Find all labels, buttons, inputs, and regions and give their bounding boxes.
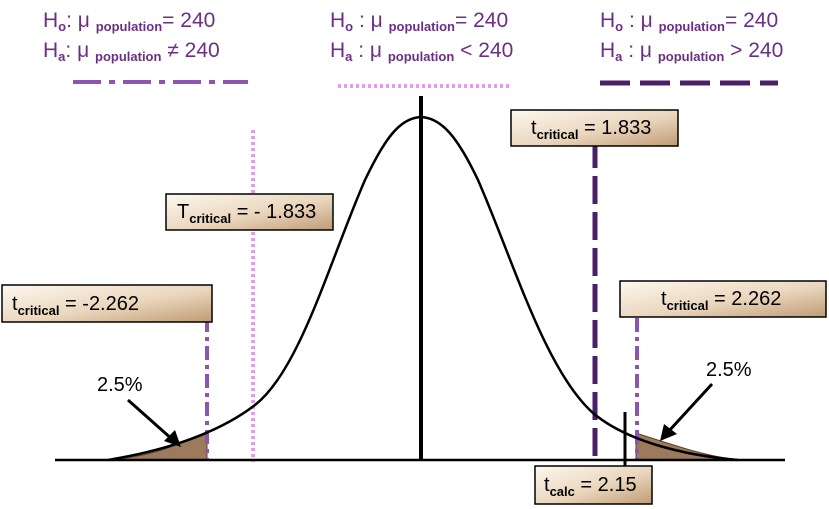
left-tail-region xyxy=(107,431,208,461)
right-tailed-null-hypothesis: Ho : μ population= 240 xyxy=(600,9,778,34)
right-tail-arrow xyxy=(660,382,714,441)
t-critical-right-one-tailed-box: tcritical = 1.833 xyxy=(510,109,679,147)
hypothesis-right-tailed: Ho : μ population= 240 Ha : μ population… xyxy=(600,9,783,86)
svg-text:tcritical = 1.833: tcritical = 1.833 xyxy=(531,117,651,142)
svg-text:tcritical = -2.262: tcritical = -2.262 xyxy=(12,293,139,318)
t-distribution-curve xyxy=(107,115,739,462)
right-tailed-alt-hypothesis: Ha : μ population > 240 xyxy=(600,39,783,64)
t-critical-left-one-tailed-box: Tcritical = - 1.833 xyxy=(165,193,334,231)
t-critical-right-two-tailed-box: tcritical = 2.262 xyxy=(619,280,827,318)
svg-text:tcritical = 2.262: tcritical = 2.262 xyxy=(661,288,781,313)
right-tail-percent: 2.5% xyxy=(706,359,752,381)
left-tailed-null-hypothesis: Ho : μ population= 240 xyxy=(330,9,508,34)
left-tail-arrow xyxy=(127,398,181,447)
svg-text:tcalc = 2.15: tcalc = 2.15 xyxy=(544,474,637,499)
left-tail-percent: 2.5% xyxy=(97,374,143,396)
svg-text:Tcritical = - 1.833: Tcritical = - 1.833 xyxy=(177,201,316,226)
two-tailed-alt-hypothesis: Ha: μ population ≠ 240 xyxy=(43,39,220,64)
t-critical-left-two-tailed-box: tcritical = -2.262 xyxy=(1,284,213,323)
right-tail-region xyxy=(635,432,739,461)
hypothesis-left-tailed: Ho : μ population= 240 Ha : μ population… xyxy=(330,9,513,88)
left-tailed-alt-hypothesis: Ha : μ population < 240 xyxy=(330,39,513,64)
t-calc-box: tcalc = 2.15 xyxy=(534,465,653,505)
two-tailed-null-hypothesis: Ho: μ population= 240 xyxy=(43,9,215,34)
hypothesis-two-tailed: Ho: μ population= 240 Ha: μ population ≠… xyxy=(43,9,248,84)
